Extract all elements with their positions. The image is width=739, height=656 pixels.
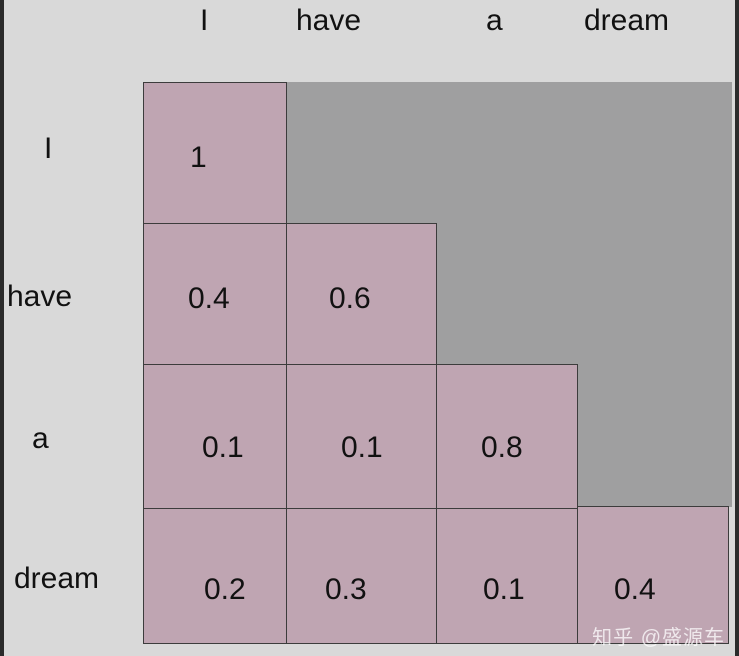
column-label-i: I [200, 4, 209, 37]
cell-value: 0.4 [188, 282, 230, 315]
matrix-cell-1-0: 0.4 [143, 223, 287, 365]
watermark-text: 知乎 @盛源车 [592, 627, 725, 649]
cell-value: 0.1 [202, 431, 244, 464]
column-label-dream: dream [584, 4, 670, 37]
column-label-have: have [296, 4, 362, 37]
cell-value: 0.6 [329, 282, 371, 315]
matrix-cell-2-1: 0.1 [286, 364, 437, 509]
matrix-cell-2-2: 0.8 [436, 364, 578, 509]
matrix-cell-3-3: 0.4 [577, 506, 729, 644]
cell-value: 0.1 [341, 431, 383, 464]
cell-value: 0.1 [483, 573, 525, 606]
matrix-cell-3-1: 0.3 [286, 508, 437, 644]
matrix-cell-3-2: 0.1 [436, 508, 578, 644]
matrix-cell-1-1: 0.6 [286, 223, 437, 365]
row-label-dream: dream [14, 562, 100, 595]
cell-value: 0.8 [481, 431, 523, 464]
matrix-cell-0-0: 1 [143, 82, 287, 224]
diagram-frame: I have a dream I have a dream 1 0.4 0.6 … [4, 0, 735, 656]
cell-value: 0.3 [325, 573, 367, 606]
matrix-cell-3-0: 0.2 [143, 508, 287, 644]
cell-value: 0.4 [614, 573, 656, 606]
row-label-have: have [7, 280, 73, 313]
row-label-i: I [44, 132, 53, 165]
row-label-a: a [32, 422, 49, 455]
cell-value: 0.2 [204, 573, 246, 606]
matrix-cell-2-0: 0.1 [143, 364, 287, 509]
column-label-a: a [486, 4, 503, 37]
cell-value: 1 [190, 141, 207, 174]
